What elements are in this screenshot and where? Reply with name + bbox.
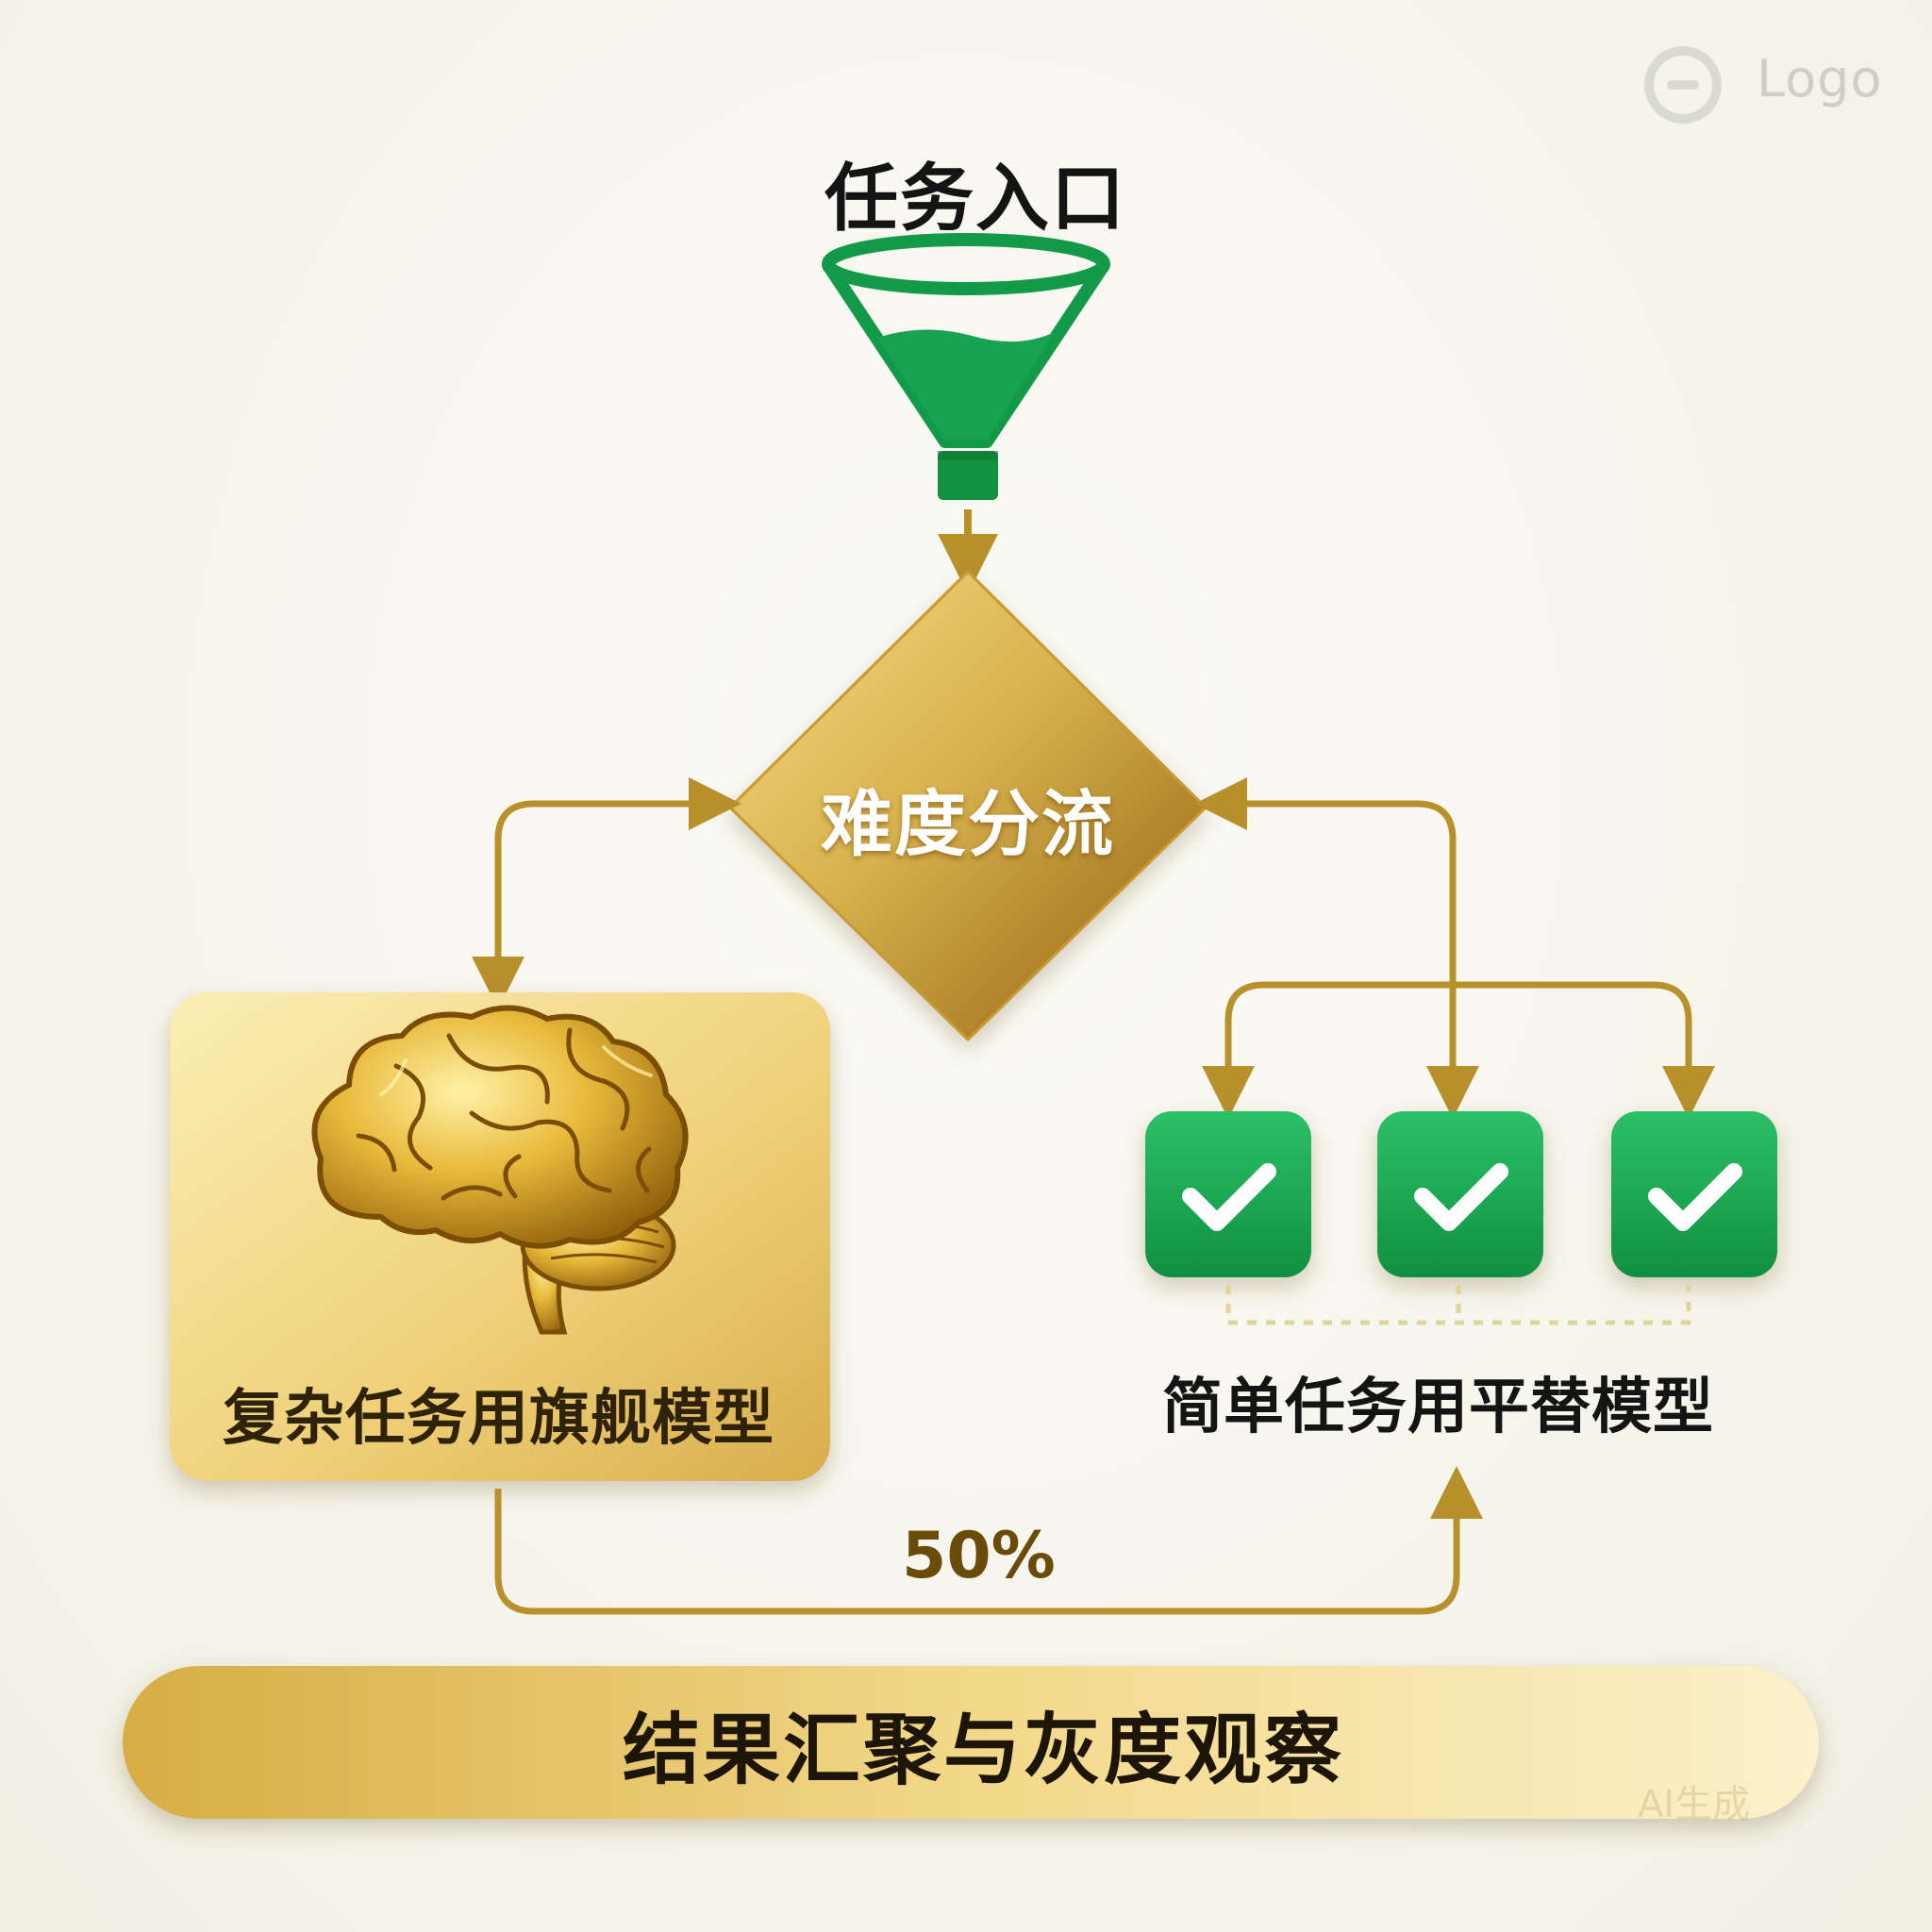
split-percent-label: 50% — [902, 1519, 1056, 1593]
result-label: 结果汇聚与灰度观察 — [623, 1706, 1345, 1795]
arrow-branch-right — [1453, 981, 1715, 1119]
checkmark-icon — [1648, 1163, 1742, 1231]
dashed-bracket — [1225, 1285, 1691, 1325]
watermark-text: Logo — [1757, 49, 1883, 108]
funnel-icon — [822, 233, 1110, 500]
checkmark-icon — [1182, 1163, 1276, 1231]
arrow-flagship-to-alternative — [494, 1466, 1483, 1615]
check-box-1 — [1145, 1111, 1311, 1277]
alternative-label: 简单任务用平替模型 — [1162, 1373, 1714, 1442]
flagship-label: 复杂任务用旗舰模型 — [223, 1384, 774, 1454]
result-bar — [123, 1666, 1819, 1819]
router-diamond — [728, 570, 1208, 1041]
arrow-branch-left — [1202, 981, 1453, 1119]
entry-title: 任务入口 — [824, 157, 1127, 242]
arrow-flagship-to-router — [494, 777, 741, 940]
logo-watermark-icon — [1644, 46, 1722, 124]
ai-generated-mark: AI生成 — [1638, 1783, 1751, 1826]
router-label: 难度分流 — [821, 782, 1115, 866]
checkmark-icon — [1414, 1163, 1508, 1231]
check-box-3 — [1611, 1111, 1777, 1277]
check-box-2 — [1377, 1111, 1543, 1277]
brain-icon — [311, 1005, 689, 1335]
arrow-alternative-to-router — [1194, 777, 1457, 943]
